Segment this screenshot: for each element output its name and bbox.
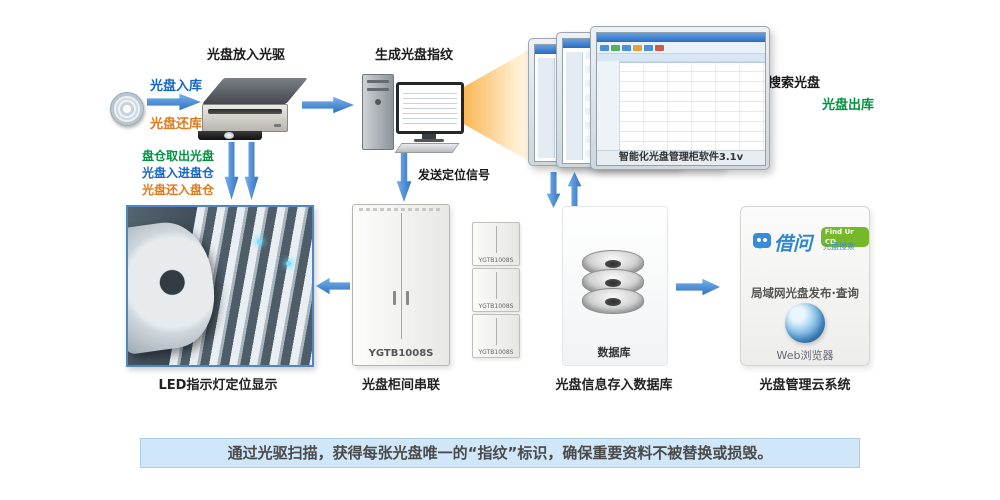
toolbar [597, 42, 765, 54]
toolbar-icon [655, 44, 664, 51]
db-hole [605, 260, 621, 269]
arrow-monitor-to-db [546, 172, 561, 208]
drive-eject-button [274, 124, 281, 127]
mini-cabinet-label: YGTB1008S [478, 303, 514, 310]
cloud-brand: 借问 [774, 233, 813, 255]
drive-front-face [202, 104, 288, 132]
cabinet-model-label: YGTB1008S [368, 348, 434, 359]
mini-cabinet-seam [496, 318, 497, 345]
led-photo [126, 205, 314, 367]
arrow-cabinet-to-led [316, 277, 350, 295]
arrow-drive-to-computer [302, 96, 354, 114]
cloud-system-box: 借问 Find Ur CD 光盘搜索 局域网光盘发布·查询 Web浏览器 [740, 206, 870, 366]
toolbar-icon [611, 44, 620, 51]
database-label: 数据库 [597, 346, 631, 359]
search-disc-label: 搜索光盘 [768, 76, 821, 91]
sidebar-column [566, 52, 583, 160]
led-caption: LED指示灯定位显示 [158, 378, 278, 393]
mini-cabinet: YGTB1008S [472, 222, 520, 266]
db-cylinder [582, 288, 644, 314]
computer-screen [399, 85, 461, 131]
disc-out-label: 光盘出库 [822, 98, 875, 113]
fingerprint-section-title: 生成光盘指纹 [374, 48, 453, 63]
disc-return-label: 光盘还库 [150, 117, 203, 132]
mini-cabinet: YGTB1008S [472, 314, 520, 358]
monitor-base [414, 139, 444, 142]
arrow-cd-to-drive [147, 93, 201, 111]
tray-disc [224, 132, 234, 139]
led-light-dot [286, 260, 292, 266]
mini-cabinet-seam [496, 226, 497, 253]
arrow-signal-down [396, 150, 412, 202]
cloud-caption: 光盘管理云系统 [759, 378, 851, 393]
tower-slot [367, 80, 389, 83]
toolbar-icon [600, 44, 609, 51]
cd-disc-icon [110, 92, 144, 126]
sidebar-column [597, 61, 620, 151]
cabinet-vents [359, 208, 443, 211]
disc-cabinet: YGTB1008S [352, 204, 450, 366]
led-light-dot [256, 238, 262, 244]
mini-cabinet-label: YGTB1008S [478, 349, 514, 356]
signal-label: 发送定位信号 [418, 168, 491, 182]
mini-cabinet: YGTB1008S [472, 268, 520, 312]
bin-return-in-label: 光盘还入盘仓 [142, 183, 215, 197]
monitor-stand [422, 134, 436, 139]
sidebar-column [538, 58, 555, 158]
arrow-db-to-cloud [676, 278, 720, 296]
toolbar-icon [633, 44, 642, 51]
tower-slot [367, 88, 389, 91]
web-browser-label: Web浏览器 [776, 349, 834, 362]
bubble-dot [763, 238, 767, 242]
software-name-label: 智能化光盘管理柜软件3.1v [597, 150, 765, 165]
brand-bubble-icon [753, 233, 771, 249]
db-hole [605, 298, 621, 307]
database-caption: 光盘信息存入数据库 [555, 378, 673, 393]
mini-cabinet-seam [496, 272, 497, 299]
disc-in-label: 光盘入库 [150, 79, 203, 94]
cloud-tagline: 局域网光盘发布·查询 [751, 286, 859, 300]
arrow-db-to-monitor [567, 172, 582, 208]
toolbar-icon [622, 44, 631, 51]
globe-icon [785, 303, 825, 343]
drive-section-title: 光盘放入光驱 [206, 48, 285, 63]
drive-open-tray [198, 131, 262, 140]
tower-power-button [375, 99, 381, 105]
cloud-badge: Find Ur CD [821, 227, 869, 247]
cabinet-door-seam [401, 213, 402, 339]
software-screen: 智能化光盘管理柜软件3.1v [596, 32, 766, 166]
db-hole [605, 279, 621, 288]
computer-monitor [396, 82, 464, 134]
arrow-drive-to-led-1 [224, 142, 239, 200]
titlebar [597, 33, 765, 42]
optical-drive [196, 78, 308, 142]
table-grid [619, 61, 765, 151]
bottom-banner: 通过光驱扫描，获得每张光盘唯一的“指纹”标识，确保重要资料不被替换或损毁。 [140, 438, 860, 468]
arrow-drive-to-led-2 [244, 142, 259, 200]
drive-top-face [202, 78, 308, 104]
bubble-dot [757, 238, 761, 242]
cabinet-handle [393, 291, 396, 305]
bin-put-in-label: 光盘入进盘仓 [142, 166, 215, 180]
cloud-subtitle: 光盘搜索 [823, 242, 855, 251]
drive-slot [208, 109, 282, 114]
cabinet-caption: 光盘柜间串联 [361, 378, 440, 393]
database-icon [582, 250, 644, 314]
keyboard [394, 143, 460, 153]
software-monitor-front: 智能化光盘管理柜软件3.1v [590, 26, 770, 170]
document-lines [403, 89, 457, 127]
cabinet-handle [406, 291, 409, 305]
toolbar-icon [644, 44, 653, 51]
computer-tower [362, 74, 394, 150]
mini-cabinet-label: YGTB1008S [478, 257, 514, 264]
bin-take-out-label: 盘仓取出光盘 [142, 149, 215, 163]
